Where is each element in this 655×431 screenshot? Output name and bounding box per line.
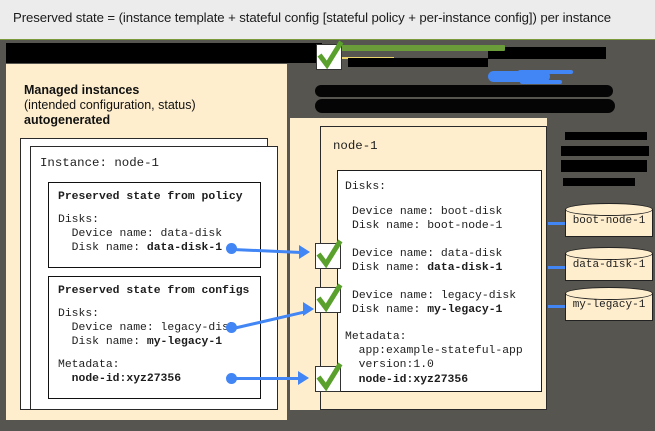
- data-disk-value: data-disk-1: [427, 262, 503, 275]
- disk-connector-boot: [548, 222, 566, 225]
- policy-disk-name-value: data-disk-1: [146, 242, 223, 255]
- configs-metadata: Metadata: node-id:xyz27356: [58, 358, 181, 386]
- legacy-disk-prefix: Disk name:: [352, 304, 428, 317]
- boot-device-name: Device name: boot-disk: [352, 206, 503, 218]
- node-metadata-node-id: node-id:xyz27356: [345, 373, 469, 386]
- configs-metadata-label: Metadata:: [58, 359, 120, 371]
- connector-arrow-configs-meta: [298, 371, 309, 385]
- node-metadata-label: Metadata:: [345, 331, 407, 343]
- node-data-disk: Device name: data-disk Disk name: data-d…: [352, 247, 502, 275]
- legacy-device-name: Device name: legacy-disk: [352, 290, 517, 302]
- node-details-panel: [337, 170, 542, 392]
- disk-my-legacy-1: my-legacy-1: [565, 287, 653, 326]
- check-icon-legacy-disk: [315, 283, 343, 313]
- redaction-bar-top-left: [6, 43, 322, 63]
- blue-scribble-2: [518, 70, 573, 74]
- connector-arrow-policy: [299, 245, 310, 259]
- node-boot-disk: Device name: boot-disk Disk name: boot-n…: [352, 205, 502, 233]
- managed-instances-subtitle: (intended configuration, status): [24, 98, 196, 112]
- check-icon-metadata: [315, 362, 343, 392]
- redaction-bar-right-2: [561, 146, 649, 156]
- disk-top: [565, 203, 653, 216]
- redaction-bar-right-3: [561, 160, 647, 172]
- connector-dot-configs-disk: [226, 322, 237, 333]
- redaction-bar-right-1: [565, 132, 647, 140]
- disk-label: my-legacy-1: [572, 299, 646, 311]
- boot-disk-prefix: Disk name:: [352, 220, 428, 233]
- node-title: node-1: [333, 139, 378, 153]
- redaction-bar-row3: [315, 85, 613, 97]
- page-title: Preserved state = (instance template + s…: [13, 10, 611, 25]
- redaction-bar-row4: [315, 99, 615, 113]
- redaction-bar-right-4: [563, 178, 635, 186]
- policy-device-name: Device name: data-disk: [58, 228, 223, 241]
- configs-metadata-value: node-id:xyz27356: [58, 373, 182, 386]
- data-device-name: Device name: data-disk: [352, 248, 503, 260]
- redaction-bar-row2: [348, 58, 488, 67]
- disk-label: boot-node-1: [572, 215, 646, 227]
- check-icon-top-banner: [316, 40, 344, 70]
- legacy-disk-value: my-legacy-1: [427, 304, 503, 317]
- configs-device-name: Device name: legacy-disk: [58, 322, 236, 335]
- policy-disks-label: Disks:: [58, 214, 100, 226]
- disk-connector-data: [548, 266, 566, 269]
- node-legacy-disk: Device name: legacy-disk Disk name: my-l…: [352, 289, 516, 317]
- redaction-bar-top-right: [488, 47, 606, 59]
- policy-box-title: Preserved state from policy: [58, 191, 243, 203]
- disk-boot-node-1: boot-node-1: [565, 203, 653, 242]
- policy-box-body: Disks: Device name: data-disk Disk name:…: [58, 213, 222, 256]
- connector-arrow-configs-disk: [303, 302, 314, 316]
- header-divider: [0, 39, 655, 40]
- configs-disk-name-value: my-legacy-1: [146, 336, 223, 349]
- node-metadata-app: app:example-stateful-app: [345, 345, 523, 358]
- managed-instances-autogenerated: autogenerated: [24, 113, 111, 127]
- boot-disk-value: boot-node-1: [427, 220, 503, 233]
- green-highlight-bar: [337, 45, 505, 51]
- disk-top: [565, 247, 653, 260]
- disk-label: data-disk-1: [572, 259, 646, 271]
- connector-line-configs-meta: [233, 377, 301, 380]
- disk-top: [565, 287, 653, 300]
- configs-disk-name-prefix: Disk name:: [58, 336, 147, 349]
- configs-disks-label: Disks:: [58, 308, 100, 320]
- header-bar: Preserved state = (instance template + s…: [0, 0, 655, 40]
- blue-scribble-3: [520, 80, 562, 84]
- connector-dot-configs-meta: [226, 373, 237, 384]
- instance-label: Instance: node-1: [40, 156, 159, 170]
- managed-instances-title: Managed instances: [24, 83, 140, 97]
- preserved-state-policy-box: [48, 182, 261, 268]
- preserved-state-configs-box: [48, 276, 261, 399]
- connector-dot-policy: [226, 243, 237, 254]
- configs-box-body: Disks: Device name: legacy-disk Disk nam…: [58, 307, 236, 350]
- data-disk-prefix: Disk name:: [352, 262, 428, 275]
- blue-scribble-1: [488, 71, 550, 82]
- node-metadata: Metadata: app:example-stateful-app versi…: [345, 330, 523, 387]
- node-metadata-version: version:1.0: [345, 359, 434, 372]
- node-disks-label: Disks:: [345, 181, 387, 193]
- check-icon-data-disk: [315, 239, 343, 269]
- disk-connector-legacy: [548, 305, 566, 308]
- disk-data-disk-1: data-disk-1: [565, 247, 653, 286]
- configs-box-title: Preserved state from configs: [58, 285, 250, 297]
- policy-disk-name-prefix: Disk name:: [58, 242, 147, 255]
